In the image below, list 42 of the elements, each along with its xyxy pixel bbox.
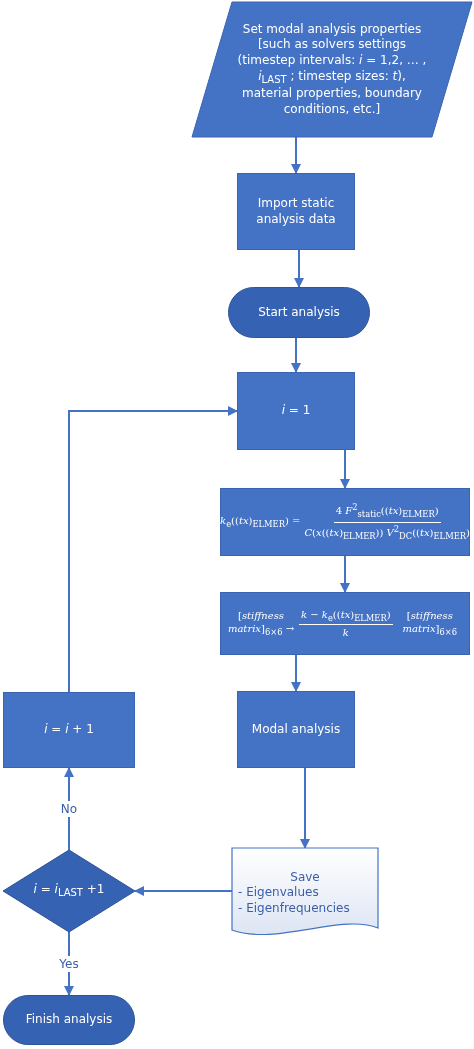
arrow <box>291 136 301 174</box>
process-box <box>237 372 355 450</box>
process-box <box>220 592 470 655</box>
formula-denominator: C(x((tx)$_{ELMER}$)) V$^{2}$$_{DC}$((tx)$_{ELMER}$) <box>304 522 470 542</box>
terminator-shape <box>228 287 370 338</box>
process-box <box>237 691 355 768</box>
terminator-shape <box>3 995 135 1045</box>
list-item: - Eigenfrequencies <box>238 900 350 917</box>
arrow <box>134 886 233 896</box>
arrow <box>294 249 304 288</box>
node-label: i = i$_{LAST}$ +1 <box>33 882 105 900</box>
decision-diamond <box>3 850 135 932</box>
input-parallelogram <box>192 2 472 137</box>
node-label: Modal analysis <box>251 721 341 738</box>
node-label: Import static analysis data <box>255 195 337 228</box>
formula-numerator: 4 F$^{2}$$_{static}$((tx)$_{ELMER}$) <box>333 502 441 523</box>
edge-label: No <box>58 801 80 817</box>
node-label: i = 1 <box>281 403 311 419</box>
process-box <box>220 488 470 556</box>
formula-text: k$_{e}$((tx)$_{ELMER}$) = <box>220 514 301 530</box>
formula-denominator: k <box>342 626 349 640</box>
arrow <box>300 767 310 849</box>
document-shape <box>232 848 378 938</box>
formula-text: [stiffness matrix]$_{6×6}$ <box>401 609 459 638</box>
formula-numerator: k − k$_{e}$((tx)$_{ELMER}$) <box>299 607 393 626</box>
node-label: i = i + 1 <box>44 722 94 738</box>
process-box <box>3 692 135 768</box>
arrow <box>291 337 301 373</box>
arrow <box>291 654 301 692</box>
arrow <box>340 555 350 593</box>
node-label: Set modal analysis properties [such as solvers settings (timestep intervals: i = 1,2, … , i$_{LAST}$ ; timestep sizes: t), material properties, boundary conditions, etc.] <box>236 21 428 118</box>
process-box <box>237 173 355 250</box>
node-label: Start analysis <box>258 304 340 321</box>
edge-label: Yes <box>57 955 81 972</box>
document-heading: Save <box>290 869 320 886</box>
arrow <box>340 449 350 489</box>
arrow <box>68 406 238 693</box>
arrow <box>64 767 74 851</box>
arrow <box>64 931 74 996</box>
list-item: - Eigenvalues <box>238 885 320 901</box>
formula-text: [stiffness matrix]$_{6×6}$ → <box>227 609 295 638</box>
node-label: Finish analysis <box>25 1012 113 1028</box>
